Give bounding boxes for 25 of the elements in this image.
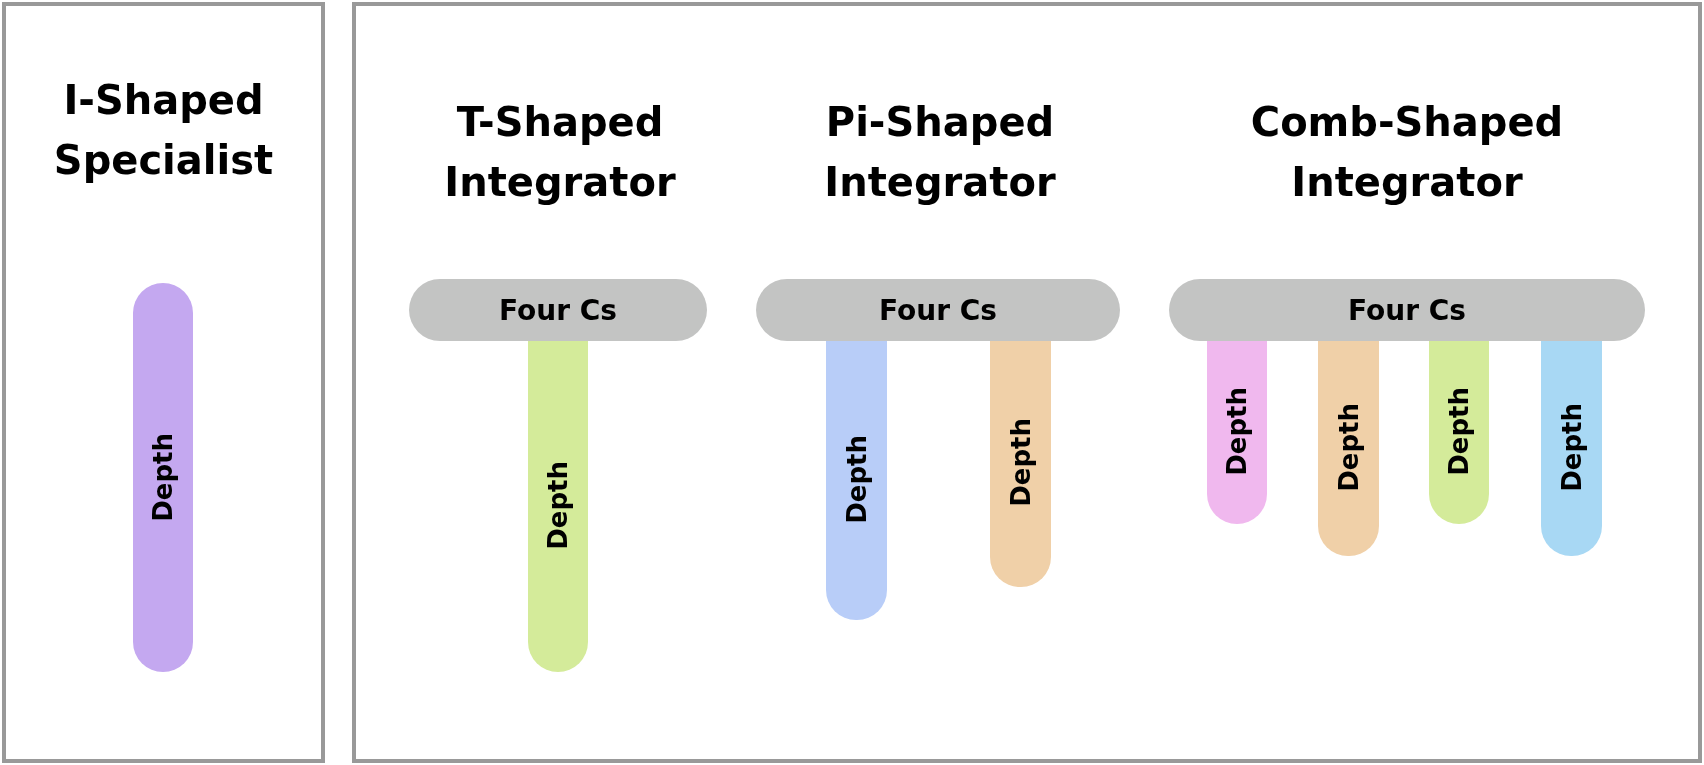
panel-heading: I-Shaped Specialist [52,76,275,185]
depth-bar [1429,338,1489,524]
column-heading: T-Shaped Integrator [443,98,677,207]
panel-frame [352,2,1702,763]
bar-label: Depth [1005,418,1036,507]
bar-label: Four Cs [1348,293,1466,327]
bar-label: Depth [1333,402,1364,492]
depth-bar [1318,338,1379,556]
depth-bar [826,338,887,620]
column-heading: Pi-Shaped Integrator [823,98,1057,207]
bar-label: Depth [1222,386,1252,476]
panel-frame [2,2,325,763]
depth-bar [133,283,193,672]
depth-bar [1207,338,1267,524]
bar-label: Depth [148,433,178,522]
depth-bar [528,338,588,672]
column-heading: Comb-Shaped Integrator [1249,98,1565,207]
depth-bar [1541,338,1602,556]
bar-label: Depth [1556,402,1587,492]
bar-label: Four Cs [499,293,617,327]
bar-label: Depth [1444,386,1474,476]
bar-label: Depth [543,460,573,550]
bar-label: Four Cs [879,293,997,327]
bar-label: Depth [841,434,872,524]
depth-bar [990,338,1051,587]
